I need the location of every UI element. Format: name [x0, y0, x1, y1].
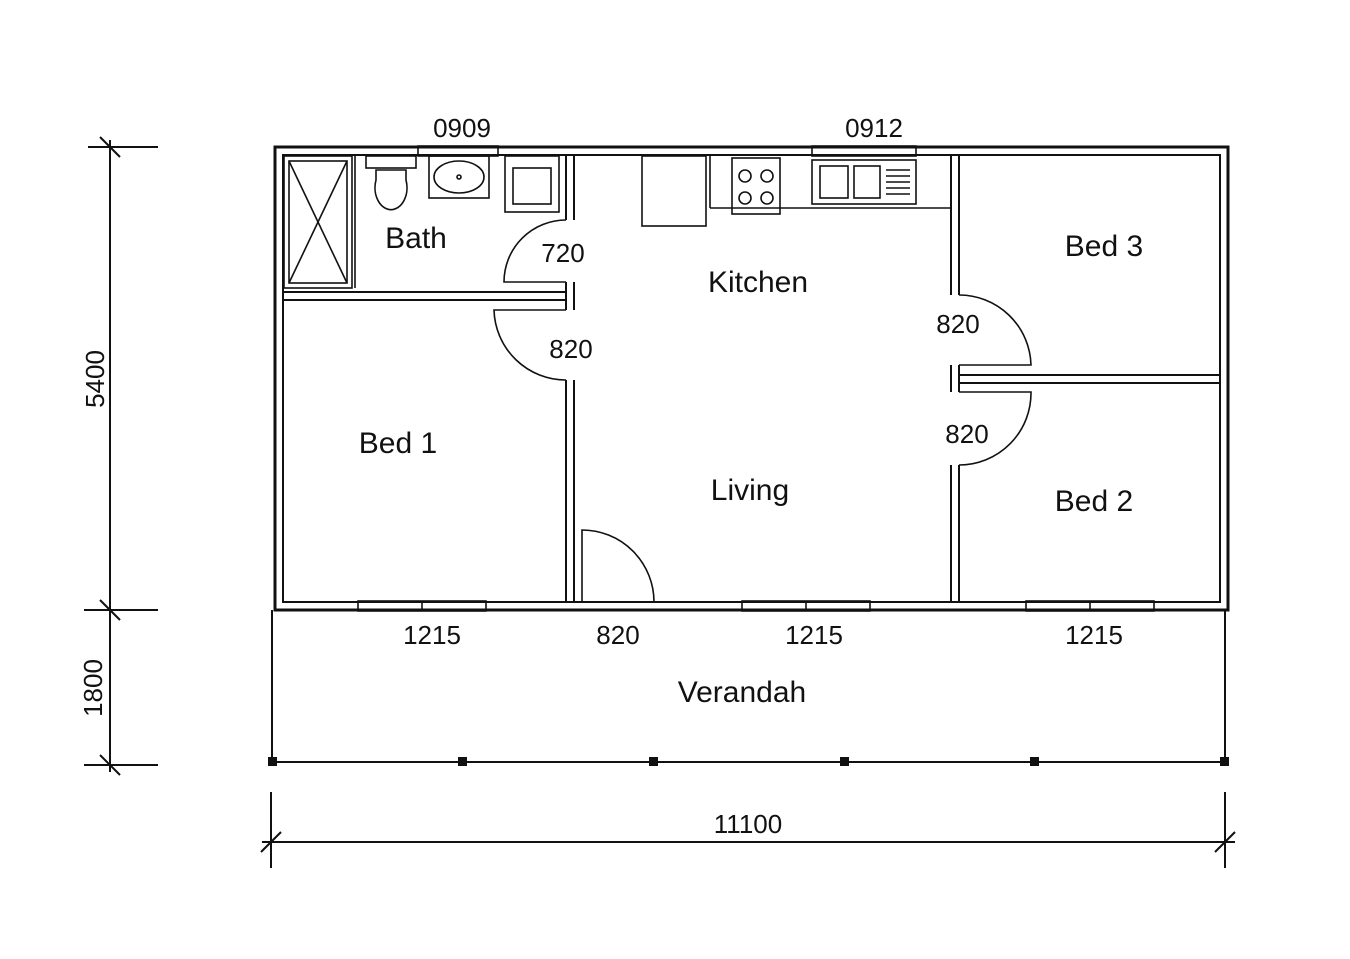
verandah-post	[458, 757, 467, 766]
cooktop-icon	[731, 157, 781, 215]
dimension-label-depth-main: 5400	[80, 350, 110, 408]
verandah-post	[1220, 757, 1229, 766]
window-kitchen	[811, 145, 917, 157]
verandah-post	[1030, 757, 1039, 766]
window-label-bed2: 1215	[1065, 620, 1123, 650]
verandah-post	[840, 757, 849, 766]
door-swings	[493, 219, 1032, 603]
dimension-label-depth-verandah: 1800	[78, 659, 108, 717]
door-bed3	[958, 294, 1032, 366]
window-label-bed1: 1215	[403, 620, 461, 650]
door-label-bath: 720	[541, 238, 584, 268]
room-label-bed2: Bed 2	[1055, 485, 1133, 518]
washing-machine-icon	[504, 155, 560, 213]
fridge-icon	[641, 155, 707, 227]
room-label-verandah: Verandah	[678, 676, 806, 709]
window-label-living: 1215	[785, 620, 843, 650]
door-bed1	[493, 309, 567, 381]
windows	[357, 145, 1155, 612]
room-label-living: Living	[711, 474, 789, 507]
window-labels: 0909 0912 1215 1215 1215	[403, 113, 1123, 650]
dimension-label-total-width: 11100	[714, 809, 782, 839]
door-bath	[503, 219, 567, 283]
interior-walls	[283, 155, 1220, 602]
room-labels: Bath Kitchen Living Bed 1 Bed 3 Bed 2 Ve…	[359, 222, 1143, 709]
fixtures	[283, 155, 951, 289]
door-bed2	[958, 391, 1032, 466]
outer-walls	[273, 145, 1230, 612]
door-label-bed3: 820	[936, 309, 979, 339]
room-label-bath: Bath	[385, 222, 447, 255]
dimension-lines	[84, 136, 1236, 868]
door-label-bed2: 820	[945, 419, 988, 449]
room-label-bed1: Bed 1	[359, 427, 437, 460]
room-label-kitchen: Kitchen	[708, 266, 808, 299]
door-labels: 720 820 820 820 820	[541, 238, 988, 650]
verandah-post	[268, 757, 277, 766]
toilet-icon	[365, 155, 417, 211]
door-label-entry: 820	[596, 620, 639, 650]
door-entry	[581, 529, 655, 603]
shower-icon	[283, 155, 356, 289]
verandah-post	[649, 757, 658, 766]
dimension-labels: 5400 1800 11100	[78, 350, 782, 839]
basin-icon	[428, 155, 490, 199]
window-label-kitchen: 0912	[845, 113, 903, 143]
room-label-bed3: Bed 3	[1065, 230, 1143, 263]
sink-icon	[811, 159, 917, 205]
door-label-bed1: 820	[549, 334, 592, 364]
kitchen-bench	[709, 156, 951, 209]
window-label-bath: 0909	[433, 113, 491, 143]
verandah	[268, 610, 1229, 766]
